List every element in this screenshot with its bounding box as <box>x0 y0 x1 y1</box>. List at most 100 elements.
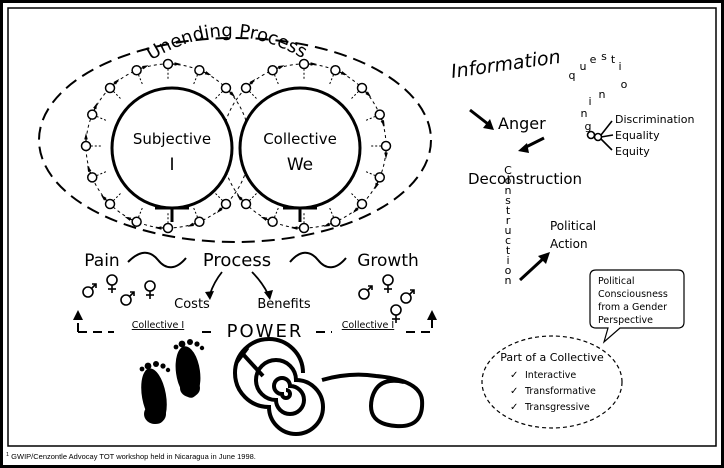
pain-label: Pain <box>84 251 119 271</box>
questioning-letter: e <box>590 53 597 66</box>
construction-letter: s <box>505 194 511 207</box>
questioning-letter: i <box>618 60 621 73</box>
collective-item-1: Interactive <box>525 370 576 381</box>
construction-letter: t <box>506 204 511 217</box>
footnote: 1 GWIP/Cenzontle Advocay TOT workshop he… <box>6 452 718 466</box>
construction-letter: C <box>504 164 512 177</box>
collective-box-title: Part of a Collective <box>500 351 604 364</box>
construction-letter: o <box>505 174 512 187</box>
right-cross-symbol <box>283 206 317 222</box>
person-figure <box>104 78 122 100</box>
collective-item-3: Transgressive <box>524 402 590 413</box>
person-figure <box>187 206 205 228</box>
male-symbol <box>120 291 135 306</box>
person-figure <box>80 133 102 152</box>
construction-letter: n <box>505 274 512 287</box>
male-symbol <box>400 289 415 304</box>
costs-arrow <box>209 271 223 295</box>
person-figure <box>155 212 174 234</box>
subjective-circle <box>110 86 234 210</box>
construction-letter: c <box>505 234 511 247</box>
equity-branch <box>586 120 614 151</box>
subjective-label: Subjective <box>133 130 211 148</box>
costs-label: Costs <box>174 297 210 312</box>
callout-line1: Political <box>598 276 635 287</box>
anger-arrow-in <box>469 108 489 126</box>
collective-label: Collective <box>263 130 337 148</box>
footnote-marker: 1 <box>6 452 10 458</box>
equity-label: Equity <box>615 145 650 158</box>
person-figure <box>291 212 310 234</box>
person-figure <box>86 102 108 122</box>
collective-left-label: Collective I <box>132 320 184 331</box>
person-figure <box>124 206 144 228</box>
person-figure <box>100 192 122 210</box>
questioning-letter: i <box>588 95 591 108</box>
anger-label: Anger <box>498 114 546 133</box>
questioning-letter: q <box>569 69 576 82</box>
person-figure <box>240 78 258 100</box>
anger-arrow-out-head <box>518 143 529 153</box>
construction-letter: i <box>506 254 509 267</box>
power-left-arrowhead <box>73 310 83 320</box>
costs-arrowhead <box>205 291 214 300</box>
collective-pronoun: We <box>287 155 313 175</box>
person-figure <box>350 82 372 100</box>
callout-line3: from a Gender <box>598 302 667 313</box>
equality-label: Equality <box>615 129 660 142</box>
questioning-letter: n <box>581 107 588 120</box>
pain-process-wave <box>127 251 187 269</box>
construction-letter: n <box>505 184 512 197</box>
footprints-icon <box>139 339 205 424</box>
part-of-collective-box: Part of a Collective ✓ Interactive ✓ Tra… <box>481 335 623 429</box>
check-3: ✓ <box>510 402 518 413</box>
power-label: POWER <box>227 321 304 342</box>
information-label: Information <box>450 46 562 83</box>
political-action-arrow <box>518 255 547 282</box>
person-figure <box>131 64 149 86</box>
person-figure <box>192 64 212 86</box>
inner-border <box>7 7 717 447</box>
check-2: ✓ <box>510 386 518 397</box>
political-action-line2: Action <box>550 237 588 251</box>
outer-dashed-ellipse <box>38 37 432 243</box>
person-figure <box>214 192 232 214</box>
questioning-letter: g <box>585 120 592 133</box>
collective-item-2: Transformative <box>524 386 596 397</box>
questioning-letter: s <box>601 50 607 63</box>
process-growth-wave <box>289 251 347 269</box>
questioning-letter: n <box>599 88 606 101</box>
female-symbol <box>390 304 402 323</box>
unending-process-title: Unending Process <box>143 20 310 64</box>
person-figure <box>323 206 341 228</box>
political-action-line1: Political <box>550 219 596 233</box>
person-figure <box>260 206 280 228</box>
discrimination-label: Discrimination <box>615 113 694 126</box>
unending-process-cycle: Subjective I Collective We Unending Proc… <box>38 20 432 243</box>
male-symbol <box>358 285 373 300</box>
person-figure <box>86 165 108 183</box>
female-symbol <box>144 280 156 299</box>
subjective-pronoun: I <box>169 155 174 175</box>
person-figures-ring <box>80 58 392 234</box>
construction-letter: t <box>506 244 511 257</box>
process-label: Process <box>203 250 271 271</box>
questioning-letter: o <box>621 78 628 91</box>
benefits-arrow <box>251 271 269 295</box>
growth-label: Growth <box>357 251 419 271</box>
person-figure <box>236 192 258 210</box>
left-cross-symbol <box>155 206 189 222</box>
female-symbol <box>382 274 394 293</box>
deconstruction-label: Deconstruction <box>468 170 582 188</box>
power-dashed-line <box>77 318 433 333</box>
collective-right-label: Collective I <box>342 320 394 331</box>
person-figure <box>267 64 285 86</box>
political-action-arrowhead <box>538 252 550 264</box>
person-figure <box>364 109 386 127</box>
female-symbol <box>106 274 118 293</box>
anger-arrow-in-head <box>483 119 494 130</box>
